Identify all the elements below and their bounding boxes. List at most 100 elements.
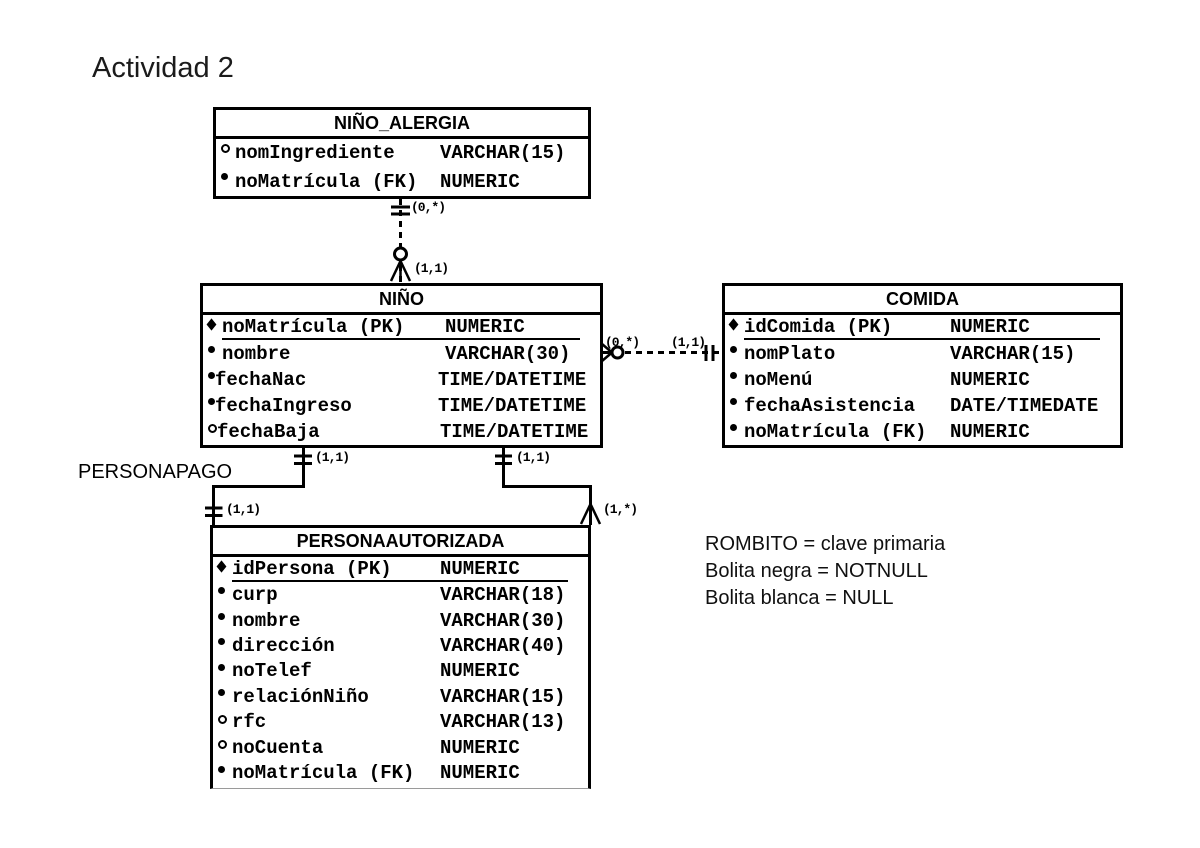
attribute-name: nombre xyxy=(222,343,291,365)
attribute-type: NUMERIC xyxy=(440,660,520,683)
filled-circle-icon xyxy=(208,345,222,353)
page-title: Actividad 2 xyxy=(92,52,234,84)
entity-table-personaautorizada: PERSONAAUTORIZADA idPersona (PK) NUMERIC c… xyxy=(210,525,591,789)
attribute-name: noMenú xyxy=(744,369,813,391)
attribute-row: dirección VARCHAR(40) xyxy=(213,633,588,658)
filled-circle-icon xyxy=(218,586,232,594)
attribute-type: NUMERIC xyxy=(440,736,520,759)
one-tick-icon xyxy=(495,454,512,465)
entity-name: NIÑO xyxy=(203,286,600,315)
attribute-type: VARCHAR(30) xyxy=(445,343,571,365)
attribute-type: VARCHAR(30) xyxy=(440,609,566,632)
attribute-type: NUMERIC xyxy=(445,316,525,338)
cardinality-label: (1,1) xyxy=(516,450,551,465)
relationship-name-personapago: PERSONAPAGO xyxy=(78,461,233,483)
attribute-name: idPersona (PK) xyxy=(232,557,392,580)
notation-legend: ROMBITO = clave primaria Bolita negra = … xyxy=(705,531,945,612)
attribute-row: nomPlato VARCHAR(15) xyxy=(725,341,1120,367)
attribute-name: fechaAsistencia xyxy=(744,395,916,417)
attribute-name: nomPlato xyxy=(744,343,836,365)
cardinality-label: (1,1) xyxy=(315,450,350,465)
crow-foot-icon xyxy=(579,503,602,525)
attribute-type: TIME/DATETIME xyxy=(438,369,587,391)
filled-circle-icon xyxy=(218,612,232,620)
attribute-type: VARCHAR(15) xyxy=(950,343,1076,365)
attribute-name: fechaBaja xyxy=(217,421,320,443)
ring-icon xyxy=(393,246,408,262)
attribute-name: noCuenta xyxy=(232,736,324,759)
cardinality-label: (1,1) xyxy=(671,335,706,350)
attribute-row: idPersona (PK) NUMERIC xyxy=(213,557,588,582)
entity-name: NIÑO_ALERGIA xyxy=(216,110,588,139)
filled-circle-icon xyxy=(218,663,232,671)
attribute-name: noMatrícula (PK) xyxy=(222,316,405,338)
cardinality-label: (1,1) xyxy=(226,502,261,517)
filled-circle-icon xyxy=(730,345,744,353)
attribute-type: NUMERIC xyxy=(440,170,520,193)
attribute-row: noMatrícula (FK) NUMERIC xyxy=(213,761,588,786)
attribute-type: NUMERIC xyxy=(440,762,520,785)
cardinality-label: (0,*) xyxy=(411,200,446,215)
diamond-icon xyxy=(208,319,222,328)
attribute-list: noMatrícula (PK) NUMERIC nombre VARCHAR(30)… xyxy=(203,315,600,445)
diamond-icon xyxy=(218,561,232,570)
attribute-name: noMatrícula (FK) xyxy=(744,421,927,443)
filled-circle-icon xyxy=(221,172,235,180)
attribute-row: nombre VARCHAR(30) xyxy=(203,341,600,367)
filled-circle-icon xyxy=(218,637,232,645)
attribute-row: noCuenta NUMERIC xyxy=(213,735,588,760)
relationship-alergia-nino xyxy=(389,199,412,283)
attribute-list: nomIngrediente VARCHAR(15) noMatrícula (FK… xyxy=(216,139,588,196)
attribute-type: NUMERIC xyxy=(950,369,1030,391)
attribute-type: VARCHAR(15) xyxy=(440,142,566,165)
attribute-name: noMatrícula (FK) xyxy=(235,170,418,193)
attribute-name: dirección xyxy=(232,635,335,658)
attribute-row: noMatrícula (FK) NUMERIC xyxy=(216,168,588,197)
cardinality-label: (1,*) xyxy=(603,502,638,517)
attribute-name: noTelef xyxy=(232,660,312,683)
attribute-name: nomIngrediente xyxy=(235,142,395,165)
entity-name: COMIDA xyxy=(725,286,1120,315)
attribute-row: nombre VARCHAR(30) xyxy=(213,608,588,633)
entity-table-comida: COMIDA idComida (PK) NUMERIC nomPlato VARCH… xyxy=(722,283,1123,448)
attribute-name: idComida (PK) xyxy=(744,316,893,338)
attribute-row: nomIngrediente VARCHAR(15) xyxy=(216,139,588,168)
attribute-name: nombre xyxy=(232,609,301,632)
crow-foot-icon xyxy=(389,260,412,282)
cardinality-label: (0,*) xyxy=(605,335,640,350)
attribute-type: VARCHAR(40) xyxy=(440,635,566,658)
diamond-icon xyxy=(730,319,744,328)
attribute-name: curp xyxy=(232,584,278,607)
legend-line-bolita-blanca: Bolita blanca = NULL xyxy=(705,587,894,609)
cardinality-label: (1,1) xyxy=(414,261,449,276)
attribute-type: NUMERIC xyxy=(950,421,1030,443)
entity-name: PERSONAAUTORIZADA xyxy=(213,528,588,557)
one-tick-icon xyxy=(205,506,223,517)
attribute-row: noMatrícula (PK) NUMERIC xyxy=(203,315,600,341)
attribute-type: TIME/DATETIME xyxy=(438,395,587,417)
attribute-type: NUMERIC xyxy=(440,557,520,580)
attribute-row: noMatrícula (FK) NUMERIC xyxy=(725,419,1120,445)
attribute-name: noMatrícula (FK) xyxy=(232,762,415,785)
open-circle-icon xyxy=(218,739,232,749)
attribute-row: noMenú NUMERIC xyxy=(725,367,1120,393)
open-circle-icon xyxy=(208,423,217,433)
legend-line-rombito: ROMBITO = clave primaria xyxy=(705,533,946,555)
attribute-name: relaciónNiño xyxy=(232,685,369,708)
attribute-type: VARCHAR(18) xyxy=(440,584,566,607)
filled-circle-icon xyxy=(730,397,744,405)
filled-circle-icon xyxy=(218,765,232,773)
open-circle-icon xyxy=(218,714,232,724)
open-circle-icon xyxy=(221,143,235,153)
attribute-row: fechaAsistencia DATE/TIMEDATE xyxy=(725,393,1120,419)
attribute-type: DATE/TIMEDATE xyxy=(950,395,1099,417)
attribute-row: noTelef NUMERIC xyxy=(213,659,588,684)
entity-table-nino: NIÑO noMatrícula (PK) NUMERIC nombre VARCHA… xyxy=(200,283,603,448)
filled-circle-icon xyxy=(730,371,744,379)
